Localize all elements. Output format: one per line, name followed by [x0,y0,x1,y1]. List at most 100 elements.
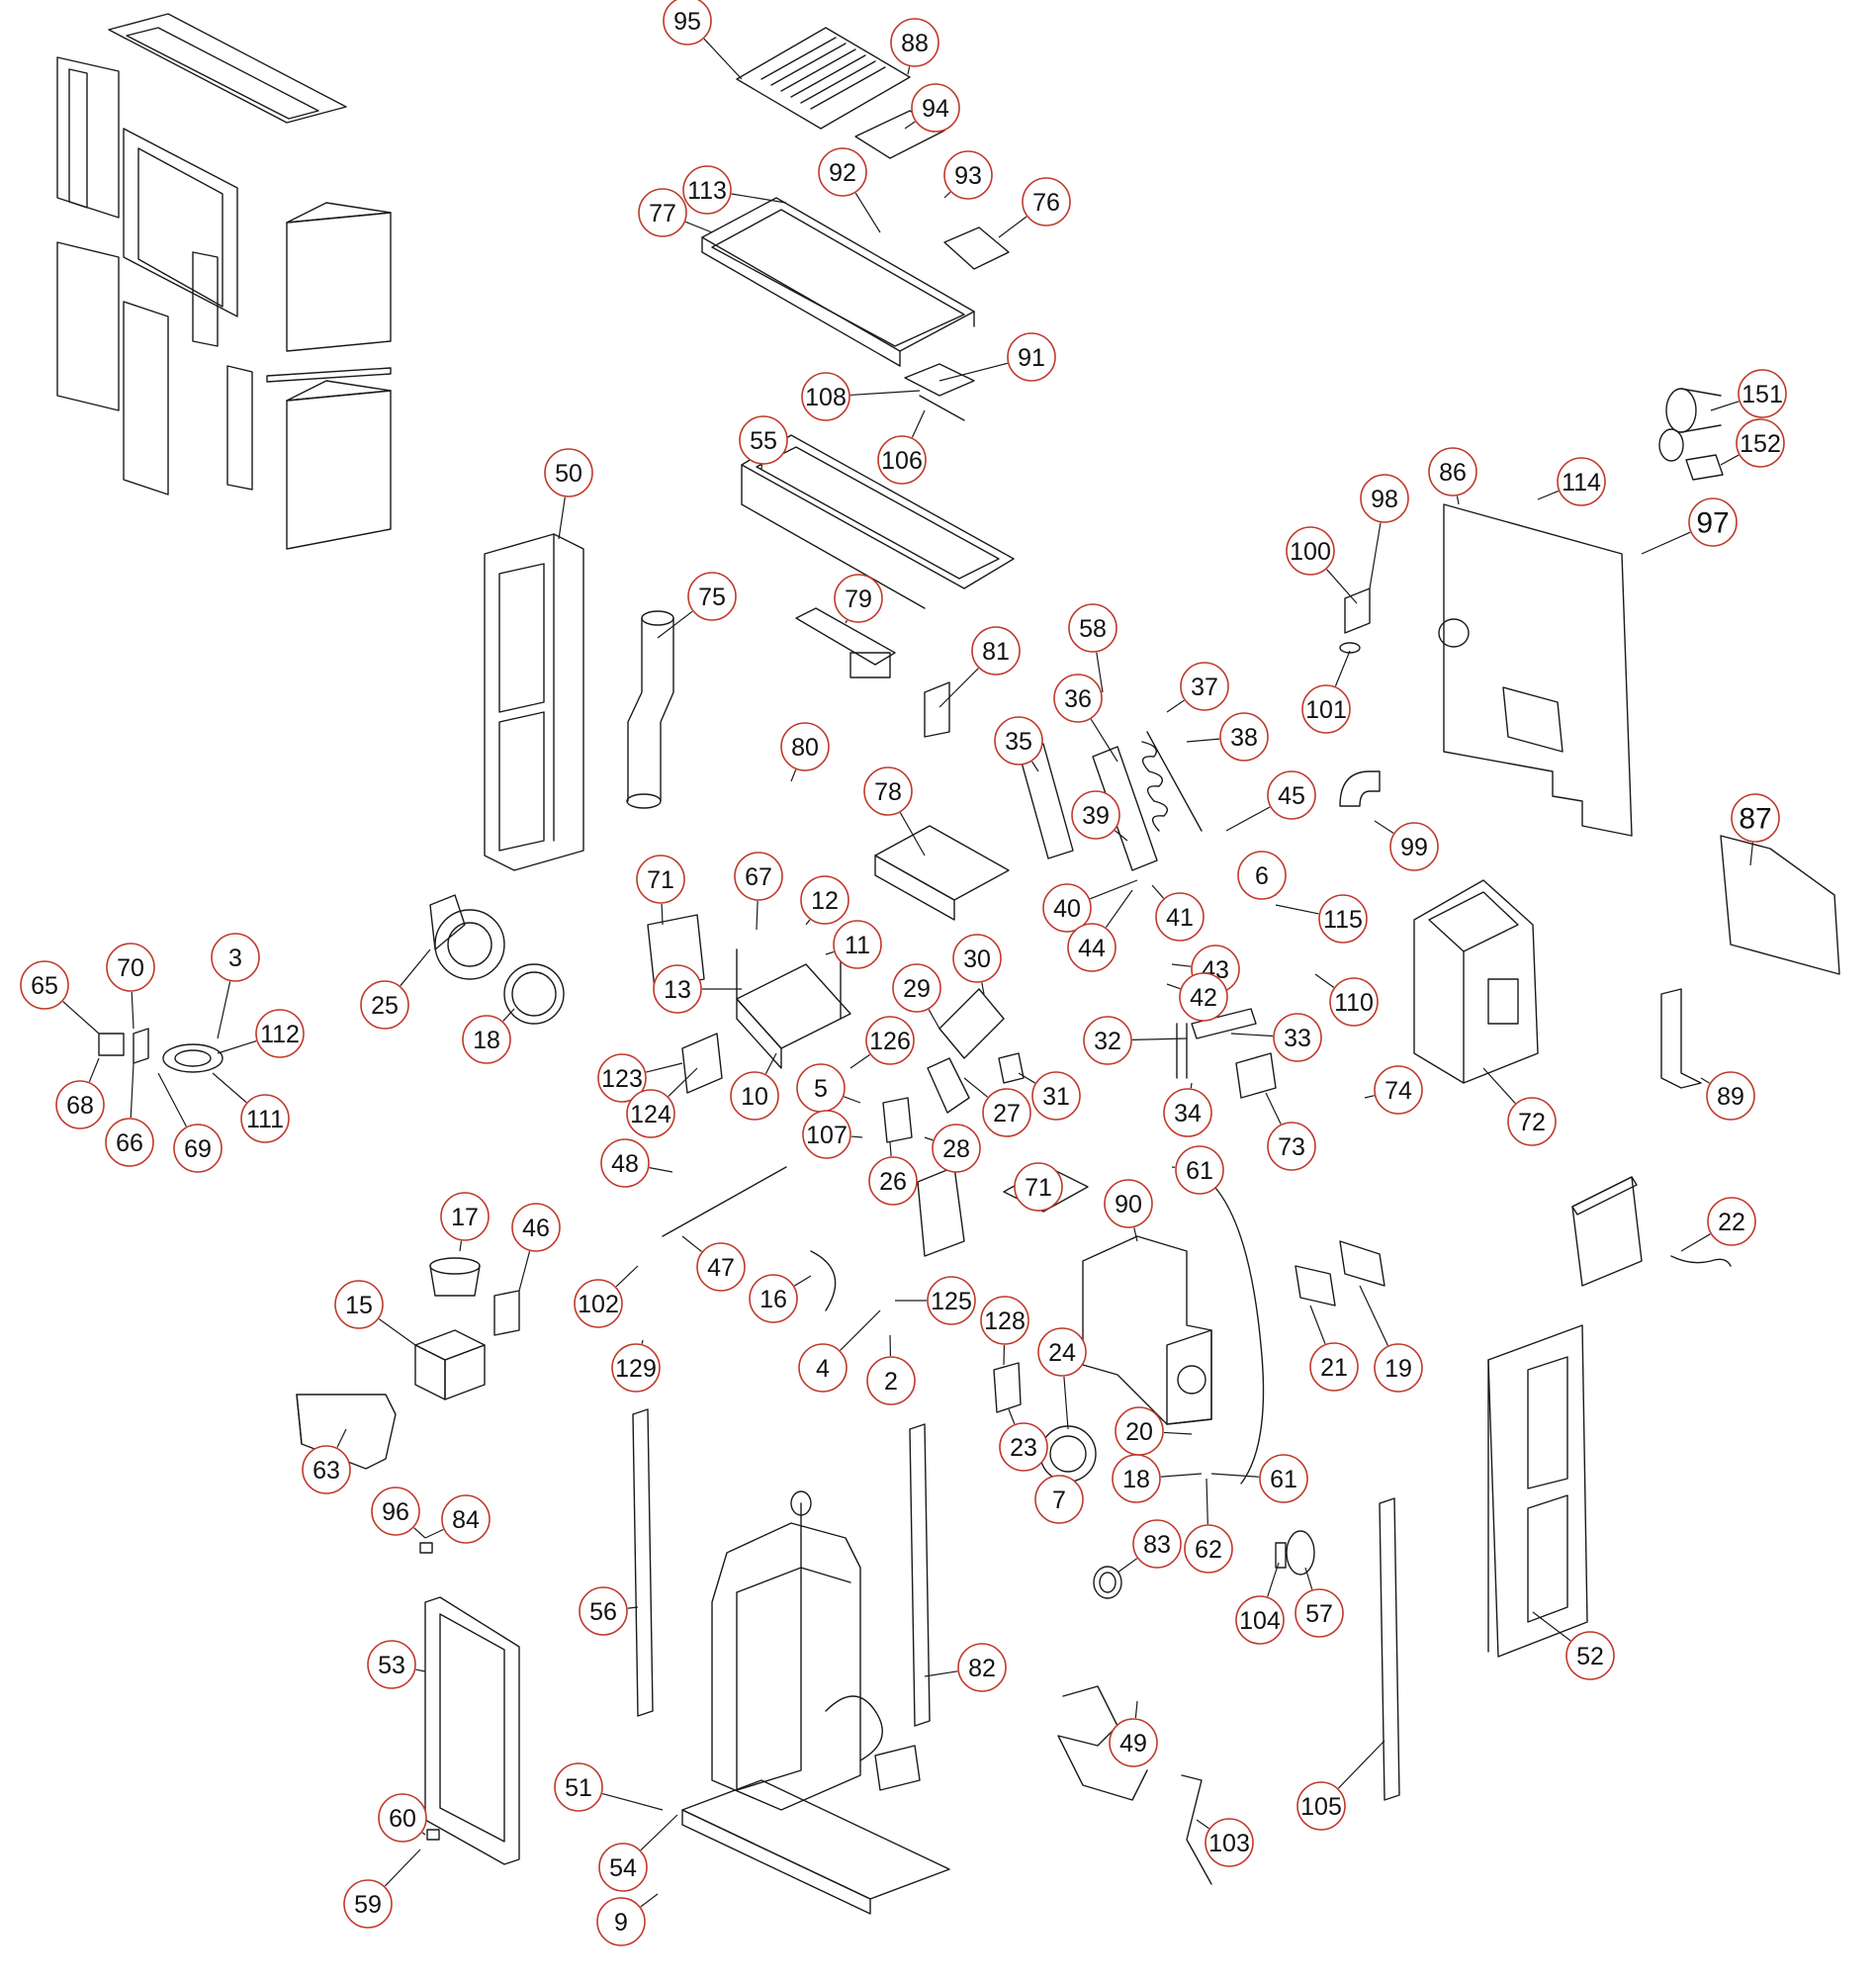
callout-leader [379,1319,415,1345]
callout-leader [414,1528,425,1538]
callout-18: 18 [1113,1455,1202,1502]
callout-leader [1167,700,1184,712]
callout-number: 99 [1400,834,1428,861]
callout-leader [925,1137,933,1140]
callout-9: 9 [597,1894,658,1945]
callout-number: 65 [31,972,58,1000]
callout-48: 48 [601,1139,672,1187]
callout-51: 51 [555,1763,663,1811]
callout-number: 125 [931,1288,972,1315]
callout-66: 66 [106,1063,153,1166]
callout-leader [1721,455,1739,465]
callout-number: 87 [1739,803,1771,836]
callout-number: 79 [845,586,872,613]
callout-leader [826,951,834,954]
callout-81: 81 [939,627,1020,707]
callout-110: 110 [1315,974,1378,1026]
callout-number: 42 [1190,984,1217,1012]
electronics-box [1572,1177,1731,1286]
callout-number: 29 [903,975,931,1003]
callout-number: 49 [1119,1730,1147,1758]
callout-leader [422,1833,425,1835]
callout-number: 78 [874,778,902,806]
callout-leader [641,1815,677,1850]
callout-33: 33 [1231,1014,1321,1061]
callout-number: 112 [260,1021,300,1048]
callout-80: 80 [781,723,829,781]
callout-number: 3 [228,945,242,972]
callout-94: 94 [905,84,959,132]
callout-number: 9 [614,1909,628,1937]
callout-number: 80 [791,734,819,762]
callout-leader [1681,1234,1710,1251]
callout-leader [939,669,978,707]
callout-leader [1152,885,1164,898]
callout-number: 20 [1125,1418,1153,1446]
callout-leader [1090,880,1137,899]
callout-leader [844,1097,860,1103]
callout-82: 82 [925,1644,1006,1691]
front-door [425,1597,519,1864]
callout-18: 18 [463,1009,514,1063]
callout-leader [846,620,847,623]
callout-number: 53 [378,1652,405,1679]
callout-number: 11 [845,932,870,959]
callout-leader [646,1063,682,1072]
callout-46: 46 [512,1204,560,1291]
callout-leader [944,192,950,198]
callout-number: 73 [1278,1133,1305,1161]
callout-leader [218,1041,256,1053]
callout-number: 123 [601,1065,643,1093]
callout-leader [425,1530,443,1538]
part-drawings [57,14,1839,1914]
callout-number: 38 [1230,724,1258,752]
callout-number: 51 [565,1774,592,1802]
callout-leader [1338,1741,1385,1788]
callout-95: 95 [664,0,742,79]
flue-adapter [1659,389,1723,480]
callout-89: 89 [1701,1072,1754,1120]
callout-leader [616,1266,638,1287]
callout-number: 5 [814,1075,828,1103]
callout-number: 67 [745,863,772,891]
callout-leader [1167,984,1180,989]
callout-number: 22 [1718,1209,1745,1236]
callout-leader [757,901,758,930]
callout-79: 79 [835,575,882,623]
callout-92: 92 [819,148,880,232]
callout-42: 42 [1167,973,1227,1021]
callout-leader [132,992,134,1029]
callout-leader [89,1058,99,1082]
callout-leader [1197,1820,1208,1829]
callout-leader [851,1136,862,1137]
callout-leader [1375,821,1393,833]
callout-number: 18 [473,1027,500,1054]
callout-53: 53 [368,1641,425,1688]
callout-10: 10 [731,1053,778,1120]
callout-115: 115 [1276,895,1367,943]
callout-leader [1211,1474,1259,1477]
callout-number: 76 [1032,189,1060,217]
flue-pipe [627,611,673,808]
callout-102: 102 [575,1266,638,1327]
callout-leader [218,981,230,1038]
callout-70: 70 [107,944,154,1029]
callout-20: 20 [1116,1407,1192,1455]
callout-35: 35 [995,717,1042,771]
callout-number: 56 [589,1598,617,1626]
callout-59: 59 [344,1849,420,1928]
callout-100: 100 [1287,527,1357,603]
callout-39: 39 [1072,791,1127,841]
callout-number: 25 [371,992,399,1020]
callout-74: 74 [1365,1066,1422,1114]
callout-38: 38 [1187,713,1268,761]
callout-69: 69 [158,1073,222,1172]
callout-101: 101 [1302,651,1350,733]
callout-28: 28 [925,1125,980,1172]
callout-88: 88 [891,19,938,74]
callout-number: 128 [984,1307,1026,1335]
callout-78: 78 [864,767,925,856]
callout-number: 58 [1079,615,1107,643]
